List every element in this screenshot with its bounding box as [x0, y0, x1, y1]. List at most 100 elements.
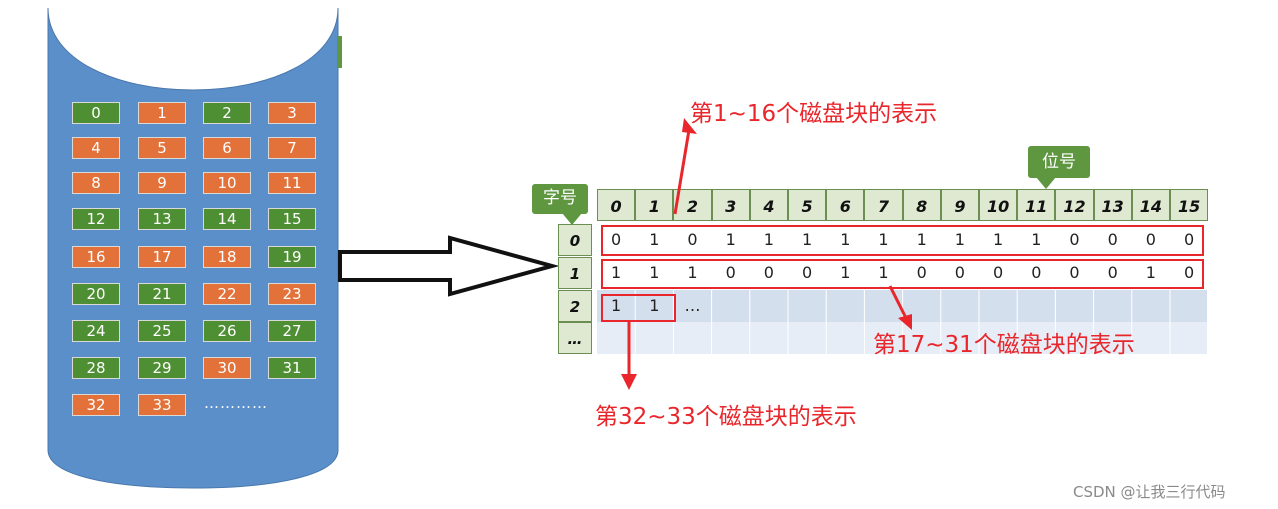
blocks-ellipsis: …………: [204, 394, 268, 412]
bit-cell-r0-c4: 1: [763, 230, 774, 249]
bit-cell-r1-c2: 1: [687, 263, 698, 282]
disk-block-1: 1: [138, 102, 186, 124]
bit-number-1: 1: [635, 189, 674, 221]
bit-cell-r0-c10: 1: [993, 230, 1004, 249]
disk-block-18: 18: [203, 246, 251, 268]
bit-cell-r0-c12: 0: [1069, 230, 1080, 249]
bit-cell-r2-c2: …: [684, 296, 701, 315]
bit-cell-r1-c11: 0: [1031, 263, 1042, 282]
disk-block-5: 5: [138, 137, 186, 159]
disk-block-20: 20: [72, 283, 120, 305]
disk-block-19: 19: [268, 246, 316, 268]
bit-number-14: 14: [1131, 189, 1170, 221]
bit-number-0: 0: [597, 189, 636, 221]
disk-block-26: 26: [203, 320, 251, 342]
disk-block-32: 32: [72, 394, 120, 416]
disk-block-21: 21: [138, 283, 186, 305]
bit-number-6: 6: [826, 189, 865, 221]
bit-cell-r1-c0: 1: [611, 263, 622, 282]
disk-block-31: 31: [268, 357, 316, 379]
disk-block-13: 13: [138, 208, 186, 230]
bit-cell-r1-c6: 1: [840, 263, 851, 282]
word-number-2: 2: [558, 290, 592, 322]
bit-number-15: 15: [1170, 189, 1209, 221]
bit-number-3: 3: [711, 189, 750, 221]
label-blocks-32-33: 第32~33个磁盘块的表示: [595, 404, 857, 430]
row-bg-2: [597, 290, 1207, 322]
disk-block-30: 30: [203, 357, 251, 379]
grid-lines: [634, 290, 1171, 354]
disk-block-2: 2: [203, 102, 251, 124]
bit-cell-r1-c3: 0: [725, 263, 736, 282]
bit-cell-r0-c1: 1: [649, 230, 660, 249]
row-bg-1: [597, 256, 1207, 288]
bit-cell-r1-c5: 0: [802, 263, 813, 282]
disk-block-8: 8: [72, 172, 120, 194]
bit-number-4: 4: [749, 189, 788, 221]
bit-cell-r1-c1: 1: [649, 263, 660, 282]
bit-cell-r0-c11: 1: [1031, 230, 1042, 249]
disk-block-27: 27: [268, 320, 316, 342]
disk-block-0: 0: [72, 102, 120, 124]
disk-block-10: 10: [203, 172, 251, 194]
cylinder-body: [47, 7, 339, 489]
disk-block-28: 28: [72, 357, 120, 379]
disk-block-16: 16: [72, 246, 120, 268]
word-number-1: 1: [558, 257, 592, 289]
bit-cell-r1-c13: 0: [1107, 263, 1118, 282]
highlight-row-2: [601, 294, 676, 322]
bit-number-7: 7: [864, 189, 903, 221]
disk-block-11: 11: [268, 172, 316, 194]
big-right-arrow-icon: [338, 235, 560, 297]
disk-block-24: 24: [72, 320, 120, 342]
word-bubble-tail: [562, 213, 582, 225]
bit-cell-r1-c7: 1: [878, 263, 889, 282]
bit-bubble-tail: [1036, 177, 1056, 189]
disk-block-25: 25: [138, 320, 186, 342]
bit-number-5: 5: [788, 189, 827, 221]
bit-header-label: 位号: [1028, 146, 1090, 178]
bit-cell-r0-c8: 1: [916, 230, 927, 249]
word-number-3: …: [558, 322, 592, 354]
disk-block-14: 14: [203, 208, 251, 230]
bit-cell-r0-c15: 0: [1184, 230, 1195, 249]
disk-block-3: 3: [268, 102, 316, 124]
disk-block-22: 22: [203, 283, 251, 305]
bit-number-12: 12: [1055, 189, 1094, 221]
bit-number-11: 11: [1017, 189, 1056, 221]
highlight-row-1: [601, 259, 1204, 289]
disk-block-29: 29: [138, 357, 186, 379]
disk-block-33: 33: [138, 394, 186, 416]
bit-cell-r0-c6: 1: [840, 230, 851, 249]
word-number-0: 0: [558, 224, 592, 256]
bit-cell-r0-c13: 0: [1107, 230, 1118, 249]
disk-block-7: 7: [268, 137, 316, 159]
row-bg-0: [597, 224, 1207, 256]
bit-cell-r0-c2: 0: [687, 230, 698, 249]
bit-cell-r0-c9: 1: [954, 230, 965, 249]
bit-cell-r2-c0: 1: [611, 296, 622, 315]
bit-number-9: 9: [940, 189, 979, 221]
disk-block-4: 4: [72, 137, 120, 159]
bit-cell-r0-c14: 0: [1145, 230, 1156, 249]
label-blocks-1-16: 第1~16个磁盘块的表示: [690, 101, 938, 127]
disk-cylinder: [47, 7, 339, 489]
bit-cell-r1-c10: 0: [993, 263, 1004, 282]
disk-block-12: 12: [72, 208, 120, 230]
disk-block-15: 15: [268, 208, 316, 230]
bit-cell-r1-c9: 0: [954, 263, 965, 282]
bit-cell-r0-c5: 1: [802, 230, 813, 249]
highlight-row-0: [601, 225, 1204, 256]
disk-block-23: 23: [268, 283, 316, 305]
word-header-label: 字号: [532, 184, 588, 214]
disk-block-6: 6: [203, 137, 251, 159]
bit-cell-r2-c1: 1: [649, 296, 660, 315]
bit-cell-r1-c4: 0: [763, 263, 774, 282]
bit-number-10: 10: [979, 189, 1018, 221]
bit-cell-r1-c8: 0: [916, 263, 927, 282]
label-blocks-17-31: 第17~31个磁盘块的表示: [873, 332, 1135, 358]
bit-cell-r1-c12: 0: [1069, 263, 1080, 282]
bit-cell-r1-c15: 0: [1184, 263, 1195, 282]
bit-cell-r0-c3: 1: [725, 230, 736, 249]
watermark: CSDN @让我三行代码: [1073, 483, 1226, 501]
